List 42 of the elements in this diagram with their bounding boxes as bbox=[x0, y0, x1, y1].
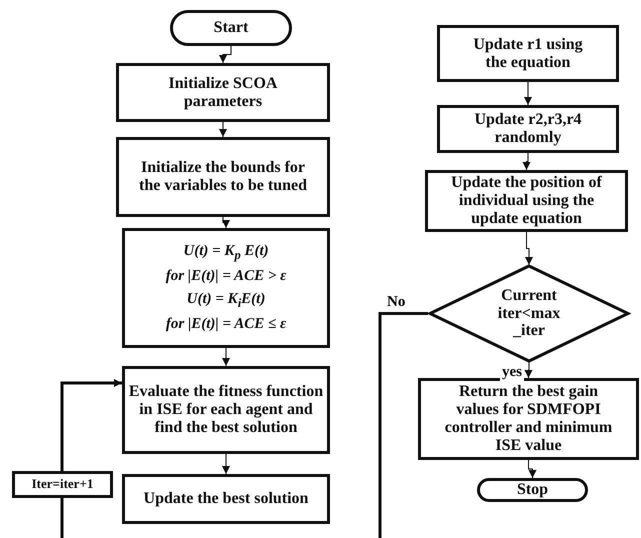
process-box bbox=[418, 378, 639, 460]
node-text: Start bbox=[214, 19, 248, 37]
process-box bbox=[437, 105, 619, 153]
process-box bbox=[116, 63, 330, 122]
node-text: Update the position of individual using the update equation bbox=[450, 174, 603, 228]
arrow bbox=[219, 122, 227, 138]
node-text: Stop bbox=[516, 481, 548, 499]
equation-text: U(t) = K$_{p}$ E(t) bbox=[183, 243, 269, 262]
equation-text: for |E(t)| = ACE > ε bbox=[166, 268, 286, 285]
node-text: Return the best gain values for SDMFOPI controller and minimum ISE value bbox=[444, 383, 614, 455]
arrow bbox=[522, 152, 530, 170]
process-box bbox=[122, 366, 330, 454]
arrow bbox=[222, 348, 230, 366]
node-text: Evaluate the fitness function in ISE for each agent and find the best solution bbox=[128, 383, 324, 437]
arrow bbox=[219, 46, 232, 64]
process-box bbox=[122, 474, 330, 524]
process-box bbox=[437, 25, 619, 82]
arrow bbox=[524, 362, 532, 378]
terminal-box bbox=[170, 10, 292, 46]
connector-line bbox=[378, 312, 428, 538]
decision-diamond bbox=[428, 265, 630, 362]
equation-text: U(t) = K$_{i}$E(t) bbox=[186, 291, 266, 310]
process-box bbox=[116, 137, 330, 217]
arrow bbox=[222, 454, 230, 474]
node-text: Current iter<max _iter bbox=[496, 286, 562, 340]
process-box bbox=[12, 471, 113, 498]
node-text: Initialize SCOA parameters bbox=[168, 74, 278, 110]
process-box bbox=[425, 170, 628, 232]
node-text: Update r2,r3,r4 randomly bbox=[473, 111, 583, 147]
connector-line bbox=[60, 498, 64, 538]
arrow bbox=[525, 232, 533, 266]
arrow bbox=[222, 216, 230, 228]
arrow bbox=[524, 82, 532, 106]
node-text: Update the best solution bbox=[144, 490, 308, 508]
node-text: Initialize the bounds for the variables to be tuned bbox=[138, 159, 308, 195]
node-text: Update r1 using the equation bbox=[472, 36, 584, 72]
arrow bbox=[60, 379, 122, 471]
process-box bbox=[122, 228, 330, 348]
node-text: Iter=iter+1 bbox=[32, 477, 94, 492]
terminal-box bbox=[477, 478, 588, 502]
arrow bbox=[528, 460, 536, 478]
equation-text: for |E(t)| = ACE ≤ ε bbox=[166, 316, 286, 333]
